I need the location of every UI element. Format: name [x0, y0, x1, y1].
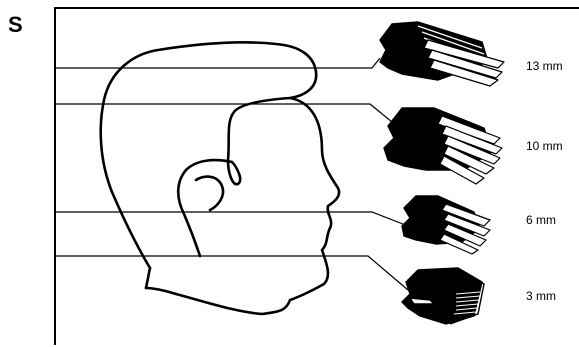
corner-letter: S [8, 12, 23, 37]
leader-line-13mm [55, 57, 381, 69]
comb-6mm-icon [401, 195, 491, 255]
length-label-6mm: 6 mm [526, 213, 556, 227]
length-label-3mm: 3 mm [526, 289, 556, 303]
comb-3mm-icon [401, 267, 485, 325]
leader-line-3mm [55, 255, 409, 291]
leader-line-6mm [55, 211, 409, 227]
length-label-10mm: 10 mm [526, 139, 563, 153]
length-label-13mm: 13 mm [526, 59, 563, 73]
comb-13mm-icon [379, 21, 505, 87]
leader-lines [55, 57, 409, 291]
comb-10mm-icon [383, 107, 503, 185]
leader-line-10mm [55, 103, 393, 123]
head-profile-outline [99, 41, 341, 316]
frame-border [54, 7, 579, 345]
